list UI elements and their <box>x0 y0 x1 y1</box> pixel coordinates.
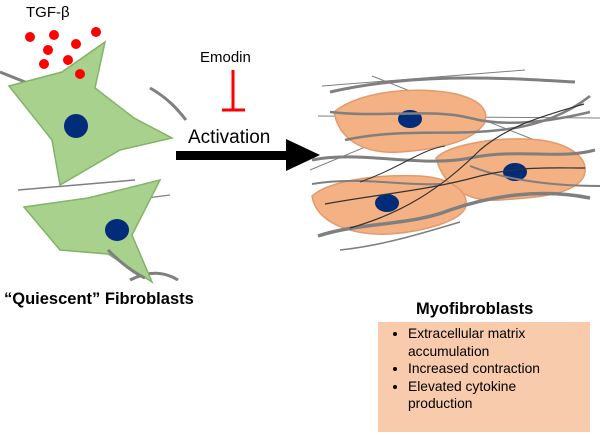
fibroblast-cell-top <box>7 40 175 187</box>
myofibroblast-features-box: Extracellular matrix accumulation Increa… <box>378 322 590 432</box>
activation-label: Activation <box>188 127 271 148</box>
feature-list: Extracellular matrix accumulation Increa… <box>392 325 582 413</box>
myofibroblasts-label: Myofibroblasts <box>416 300 534 318</box>
feature-item: Extracellular matrix accumulation <box>408 325 582 360</box>
fiber <box>317 191 591 238</box>
tgf-beta-dot <box>39 59 49 69</box>
fiber <box>149 86 188 121</box>
fiber <box>106 248 146 280</box>
tgf-beta-dot <box>25 32 35 42</box>
fiber <box>329 76 576 94</box>
nucleus <box>503 163 527 181</box>
tgf-beta-label: TGF-β <box>26 4 70 21</box>
matrix-fibers-front <box>311 95 600 251</box>
fiber <box>129 271 179 282</box>
fiber <box>349 103 585 229</box>
tgf-beta-dot <box>75 69 85 79</box>
nucleus <box>64 114 88 138</box>
tgf-beta-dot <box>43 45 53 55</box>
quiescent-fibroblasts <box>7 40 175 284</box>
tgf-beta-dot <box>91 27 101 37</box>
fiber <box>344 95 591 142</box>
fiber <box>311 148 596 163</box>
fiber <box>324 167 586 205</box>
nucleus <box>105 219 129 241</box>
fiber <box>469 165 600 187</box>
fiber <box>339 221 461 251</box>
quiescent-fibroblasts-label: “Quiescent” Fibroblasts <box>4 290 194 308</box>
feature-item: Increased contraction <box>408 360 582 378</box>
tgf-beta-dot <box>71 39 81 49</box>
emodin-label: Emodin <box>200 49 251 66</box>
nucleus <box>375 194 399 212</box>
activation-arrow-icon <box>176 139 320 171</box>
tgf-beta-dot <box>49 30 59 40</box>
inhibition-icon <box>222 70 245 112</box>
tgf-beta-dot <box>63 55 73 65</box>
fiber <box>17 179 136 191</box>
fiber <box>311 179 441 186</box>
feature-item: Elevated cytokine production <box>408 378 582 413</box>
tgf-beta-dots <box>25 27 101 79</box>
myofibroblast-cells <box>311 89 586 235</box>
left-fibers-front <box>106 248 146 280</box>
fiber <box>359 145 446 183</box>
fibroblast-cell-bottom <box>22 178 162 284</box>
